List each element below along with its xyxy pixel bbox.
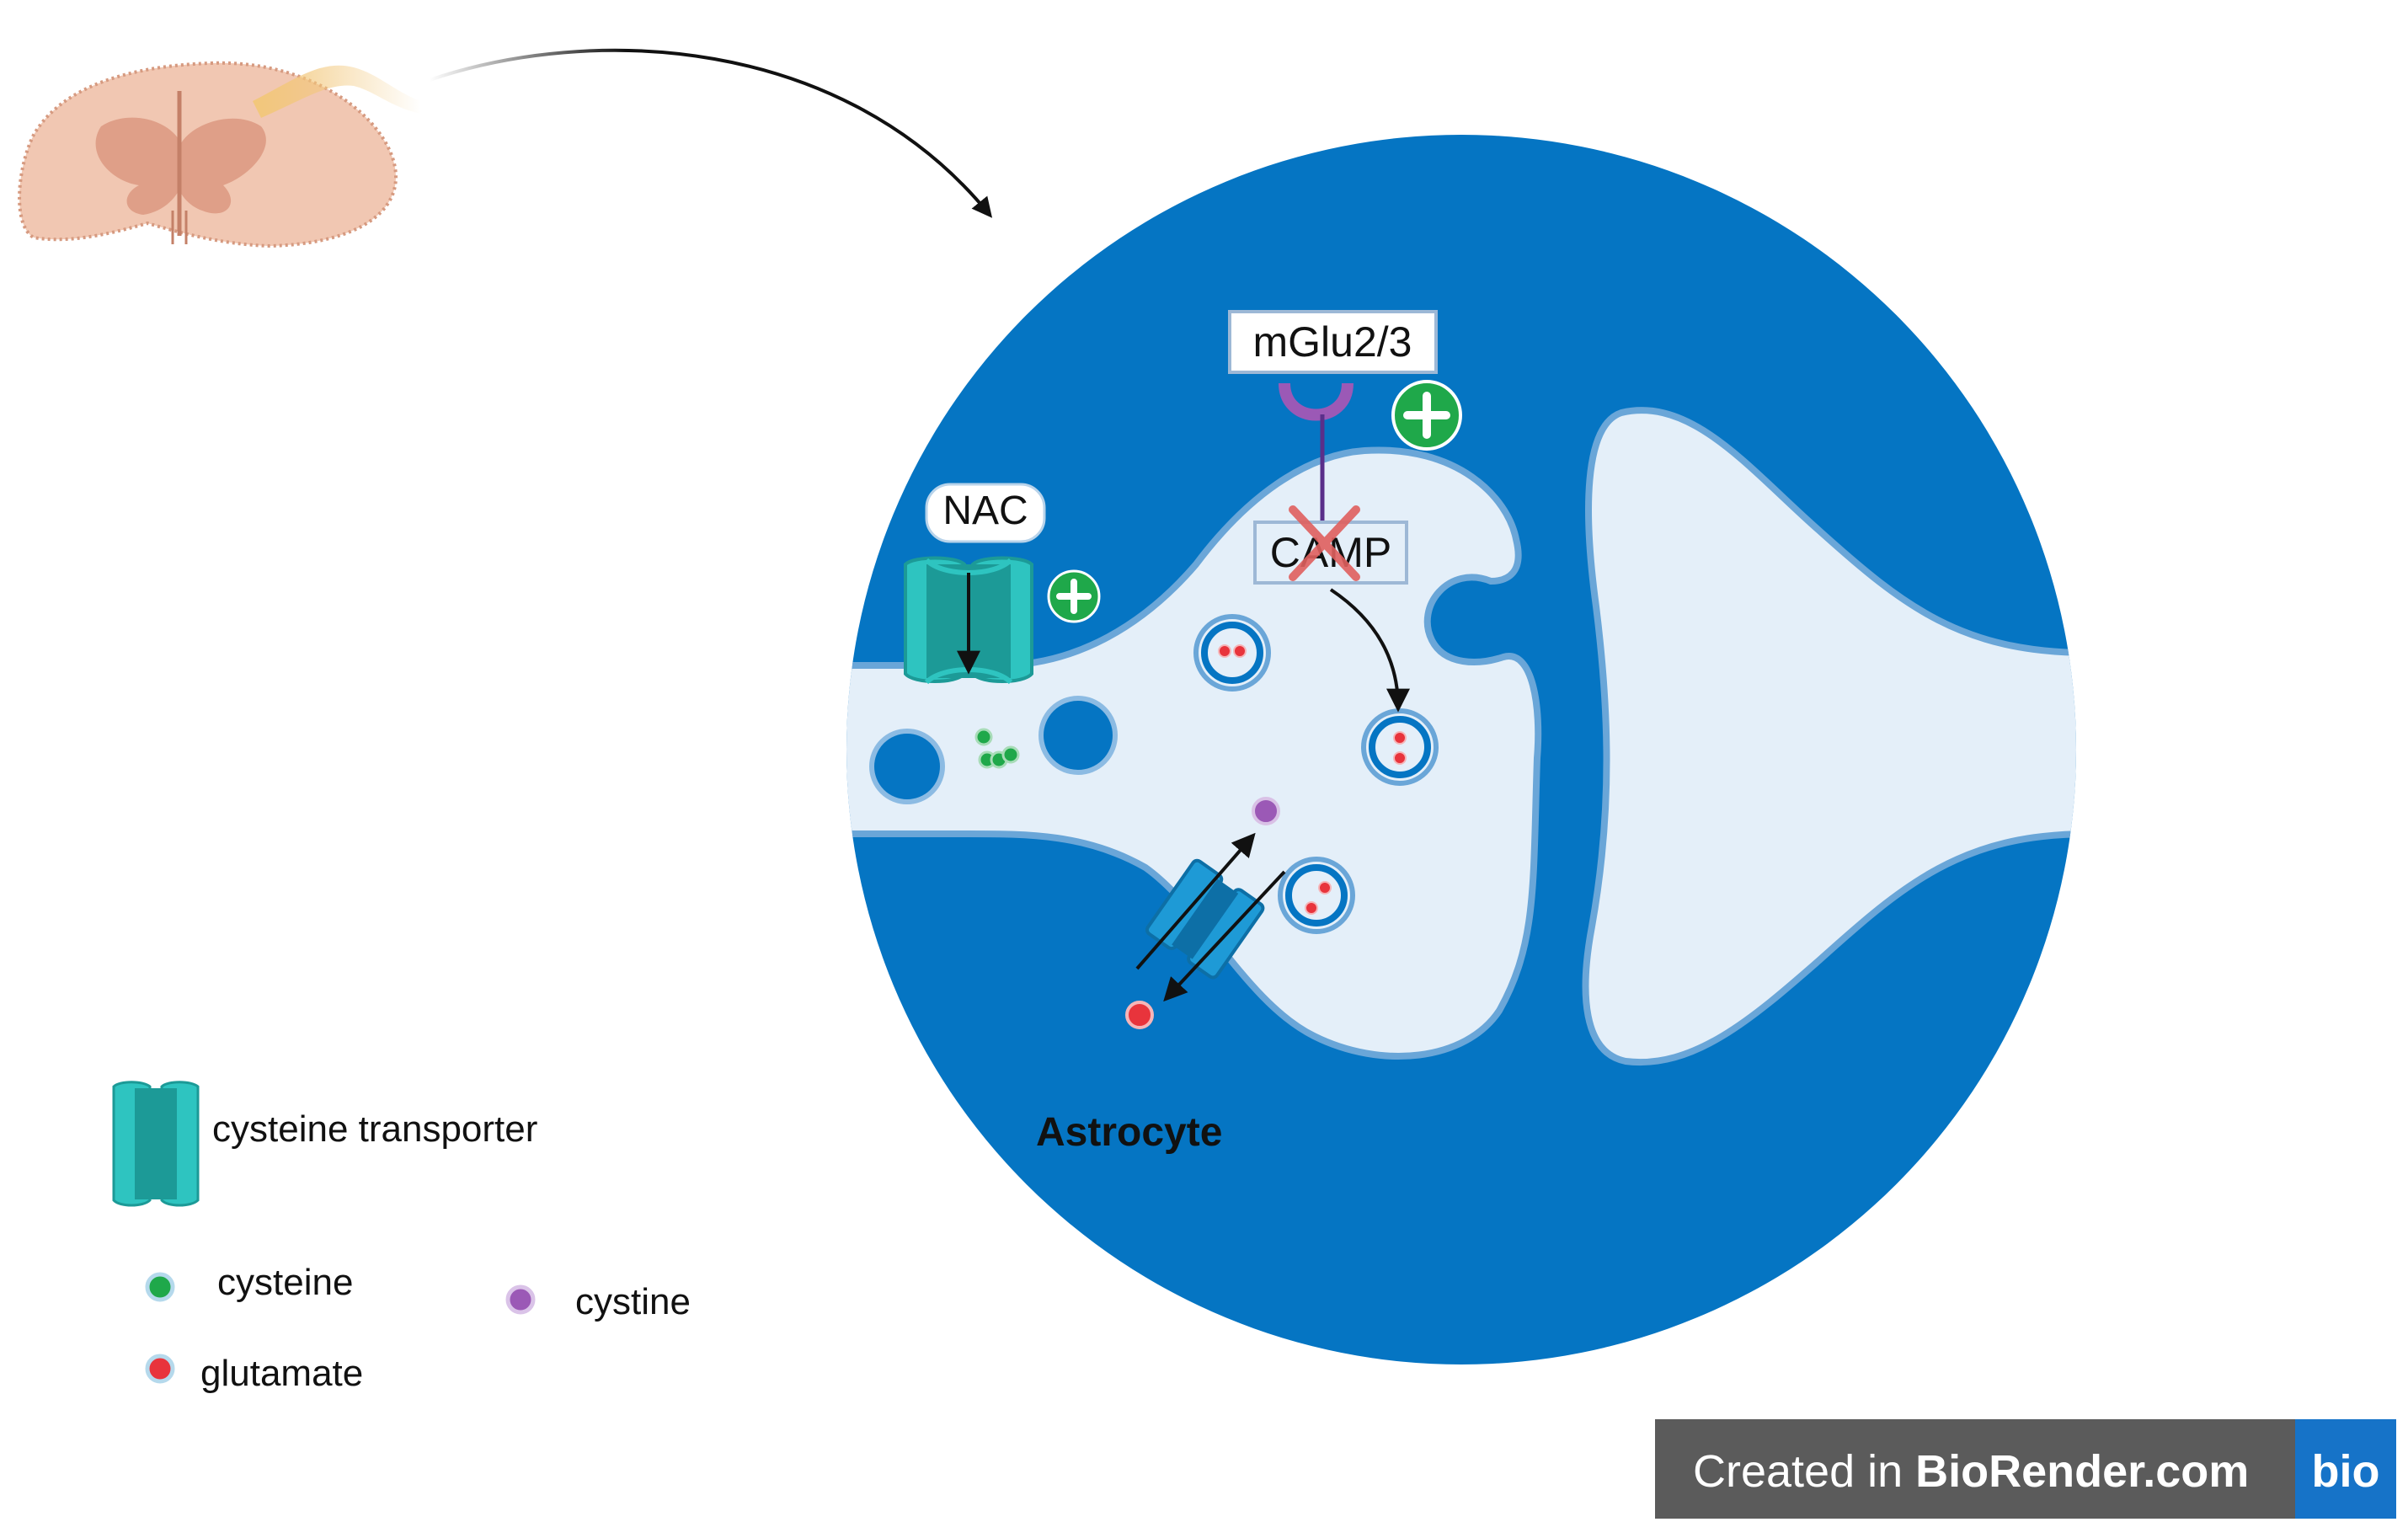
legend-transporter-icon <box>112 1081 200 1207</box>
legend-glutamate-icon <box>145 1354 175 1384</box>
legend-glutamate-label: glutamate <box>200 1353 363 1394</box>
cystine-in-arrow <box>1135 832 1256 970</box>
legend-transporter-label: cysteine transporter <box>212 1108 537 1150</box>
legend-cysteine-icon <box>145 1272 175 1302</box>
cysteine-transporter <box>904 556 1033 685</box>
plus-icon <box>1047 569 1101 623</box>
inhibition-x-icon <box>1289 505 1360 581</box>
mglu-label: mGlu2/3 <box>1228 310 1438 374</box>
glutamate-molecule <box>1125 1001 1154 1029</box>
svg-text:NAC: NAC <box>942 489 1028 533</box>
svg-text:Created in BioRender.com: Created in BioRender.com <box>1693 1446 2249 1497</box>
axon-icon <box>253 65 421 118</box>
legend-cystine-label: cystine <box>575 1281 691 1322</box>
svg-text:bio: bio <box>2312 1446 2380 1497</box>
glutamate-out-arrow <box>1163 870 1286 1002</box>
zoom-arrow <box>429 48 993 218</box>
legend-cystine-icon <box>505 1284 536 1315</box>
mglu-receptor <box>1279 382 1353 531</box>
cystine-molecule <box>1252 797 1280 825</box>
astrocyte-label: Astrocyte <box>1036 1110 1222 1155</box>
nac-label: NAC <box>925 483 1046 543</box>
svg-text:mGlu2/3: mGlu2/3 <box>1253 318 1412 366</box>
vesicle-glutamate <box>1218 644 1407 915</box>
cysteine-particles <box>974 728 1020 769</box>
camp-arrow <box>1329 588 1410 713</box>
biorender-watermark: Created in BioRender.com bio <box>1655 1419 2396 1519</box>
plus-icon <box>1391 380 1462 451</box>
legend-cysteine-label: cysteine <box>217 1262 353 1303</box>
postsynaptic-neuron <box>1582 407 2076 1066</box>
spinal-cord-icon <box>18 61 398 248</box>
vesicle-group <box>869 614 1439 934</box>
